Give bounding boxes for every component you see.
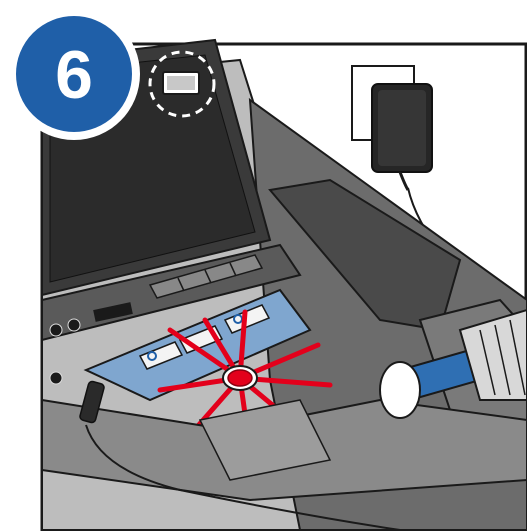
step-badge: 6 <box>8 8 140 140</box>
power-button-icon[interactable] <box>223 366 257 390</box>
step-number: 6 <box>55 37 93 113</box>
